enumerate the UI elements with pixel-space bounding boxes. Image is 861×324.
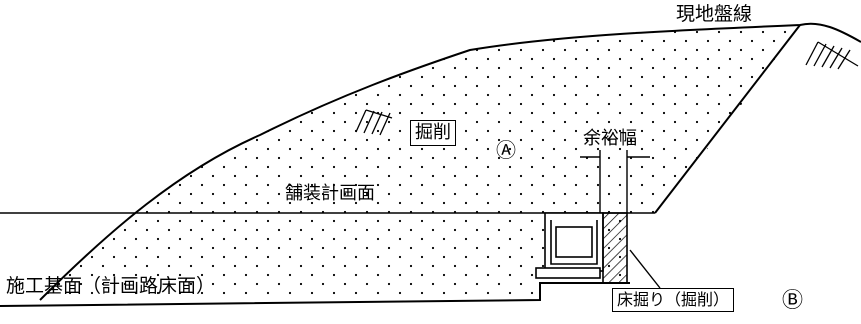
pavement-plane-label: 舗装計画面 bbox=[285, 183, 375, 204]
margin-width-label: 余裕幅 bbox=[583, 128, 637, 149]
ground-line-label: 現地盤線 bbox=[676, 3, 753, 25]
floor-excavation-hatch bbox=[602, 212, 628, 284]
cut-slope-line bbox=[654, 24, 801, 214]
region-b-label: Ⓑ bbox=[782, 288, 803, 312]
subgrade-line bbox=[0, 282, 630, 307]
region-a-label: Ⓐ bbox=[496, 138, 516, 162]
ground-hatch-marks bbox=[355, 41, 859, 136]
subgrade-label: 施工基面（計画路床面） bbox=[6, 275, 216, 297]
floor-excavation-leader bbox=[629, 249, 661, 289]
floor-excavation-label: 床掘り（掘削） bbox=[612, 288, 735, 312]
side-ditch-structure bbox=[535, 212, 604, 279]
margin-width-dimension bbox=[580, 150, 650, 213]
excavation-label: 掘削 bbox=[410, 120, 456, 146]
